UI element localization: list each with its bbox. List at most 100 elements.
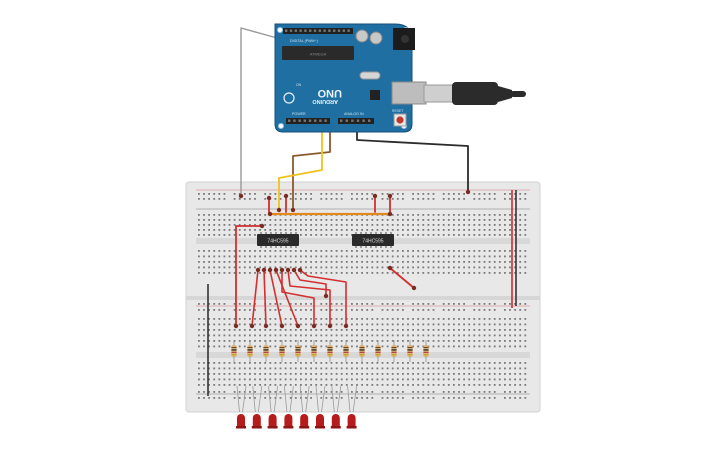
resistor[interactable] (343, 340, 349, 362)
resistor[interactable] (391, 340, 397, 362)
power-header[interactable] (286, 118, 330, 124)
resistor[interactable] (295, 340, 301, 362)
hole (264, 250, 267, 252)
led[interactable] (346, 385, 357, 429)
hole (509, 367, 511, 370)
led[interactable] (315, 385, 326, 429)
hole (320, 255, 323, 258)
led-body[interactable] (316, 414, 324, 428)
hole (422, 250, 425, 252)
resistor[interactable] (407, 340, 413, 362)
hole (315, 272, 318, 274)
wire-out-6[interactable] (287, 269, 331, 327)
led-body[interactable] (300, 414, 309, 428)
resistor[interactable] (359, 340, 365, 362)
led[interactable] (330, 385, 342, 429)
hole (447, 234, 450, 236)
hole (238, 309, 241, 311)
resistor[interactable] (247, 340, 253, 362)
hole (289, 329, 292, 331)
wire-out-5[interactable] (281, 269, 315, 327)
hole (498, 224, 501, 226)
hole (519, 345, 522, 348)
hole (361, 391, 363, 393)
hole (391, 309, 394, 311)
hole (264, 340, 267, 342)
led[interactable] (283, 385, 294, 429)
resistor[interactable] (423, 340, 429, 362)
resistor-band (375, 354, 381, 356)
hole (412, 224, 414, 226)
hole (259, 272, 261, 274)
led[interactable] (251, 385, 263, 429)
resistor-band (343, 351, 349, 353)
wire-out-7[interactable] (293, 269, 327, 297)
hole (468, 334, 471, 337)
usb-port[interactable] (391, 81, 427, 105)
hole (458, 272, 460, 274)
usb-cable[interactable] (423, 82, 526, 105)
hole (519, 229, 522, 231)
led-body[interactable] (268, 414, 277, 428)
hole (524, 261, 527, 263)
wire-yellow-clock[interactable] (278, 127, 323, 211)
hole (366, 323, 369, 326)
hole (453, 391, 455, 393)
led[interactable] (236, 385, 247, 429)
wire-out-2[interactable] (263, 269, 267, 327)
breadboard[interactable] (185, 181, 541, 413)
hole (468, 214, 471, 216)
led-body[interactable] (331, 414, 340, 428)
hole (509, 255, 511, 258)
wire-out-4[interactable] (275, 269, 299, 327)
resistor-band (311, 349, 317, 351)
hole (509, 345, 511, 348)
resistor[interactable] (311, 340, 317, 362)
resistor[interactable] (231, 340, 237, 362)
header-pin (304, 29, 307, 32)
reset-button-cap[interactable] (396, 116, 404, 124)
resistor[interactable] (279, 340, 285, 362)
atmega-chip[interactable] (282, 46, 354, 60)
wire-black-gnd[interactable] (356, 127, 469, 193)
led[interactable] (299, 385, 310, 429)
hole (453, 266, 455, 269)
hole (315, 229, 318, 231)
hole (509, 198, 511, 200)
resistor[interactable] (375, 340, 381, 362)
analog-header[interactable] (338, 118, 374, 124)
resistor[interactable] (327, 340, 333, 362)
resistor[interactable] (263, 340, 269, 362)
hole (524, 329, 527, 331)
wire-brown-data[interactable] (292, 127, 331, 211)
wire-red-q0[interactable] (235, 225, 263, 327)
hole (294, 219, 297, 221)
wire-out-8[interactable] (299, 269, 347, 327)
chip-body[interactable] (257, 234, 299, 246)
hole (447, 250, 450, 252)
led-body[interactable] (252, 414, 261, 428)
shift-register-chip-1[interactable]: 74HC595 (257, 232, 299, 248)
wire-gray-5v[interactable] (240, 27, 278, 197)
led-body[interactable] (237, 414, 245, 428)
hole (305, 384, 307, 386)
wire-out-1[interactable] (251, 269, 259, 327)
hole (442, 224, 445, 226)
hole (483, 362, 486, 364)
usb-plug-housing[interactable] (452, 82, 498, 105)
hole (203, 234, 205, 236)
hole (238, 384, 241, 386)
led[interactable] (267, 385, 278, 429)
hole (361, 229, 363, 231)
hole (412, 378, 414, 381)
wire-red-cascade[interactable] (389, 267, 415, 289)
hole (453, 224, 455, 226)
digital-header[interactable] (283, 28, 353, 34)
wire-out-3[interactable] (269, 269, 283, 327)
led-array (236, 385, 357, 429)
led-body[interactable] (284, 414, 293, 428)
chip-body[interactable] (352, 234, 394, 246)
shift-register-chip-2[interactable]: 74HC595 (352, 232, 394, 248)
led-body[interactable] (347, 414, 356, 428)
